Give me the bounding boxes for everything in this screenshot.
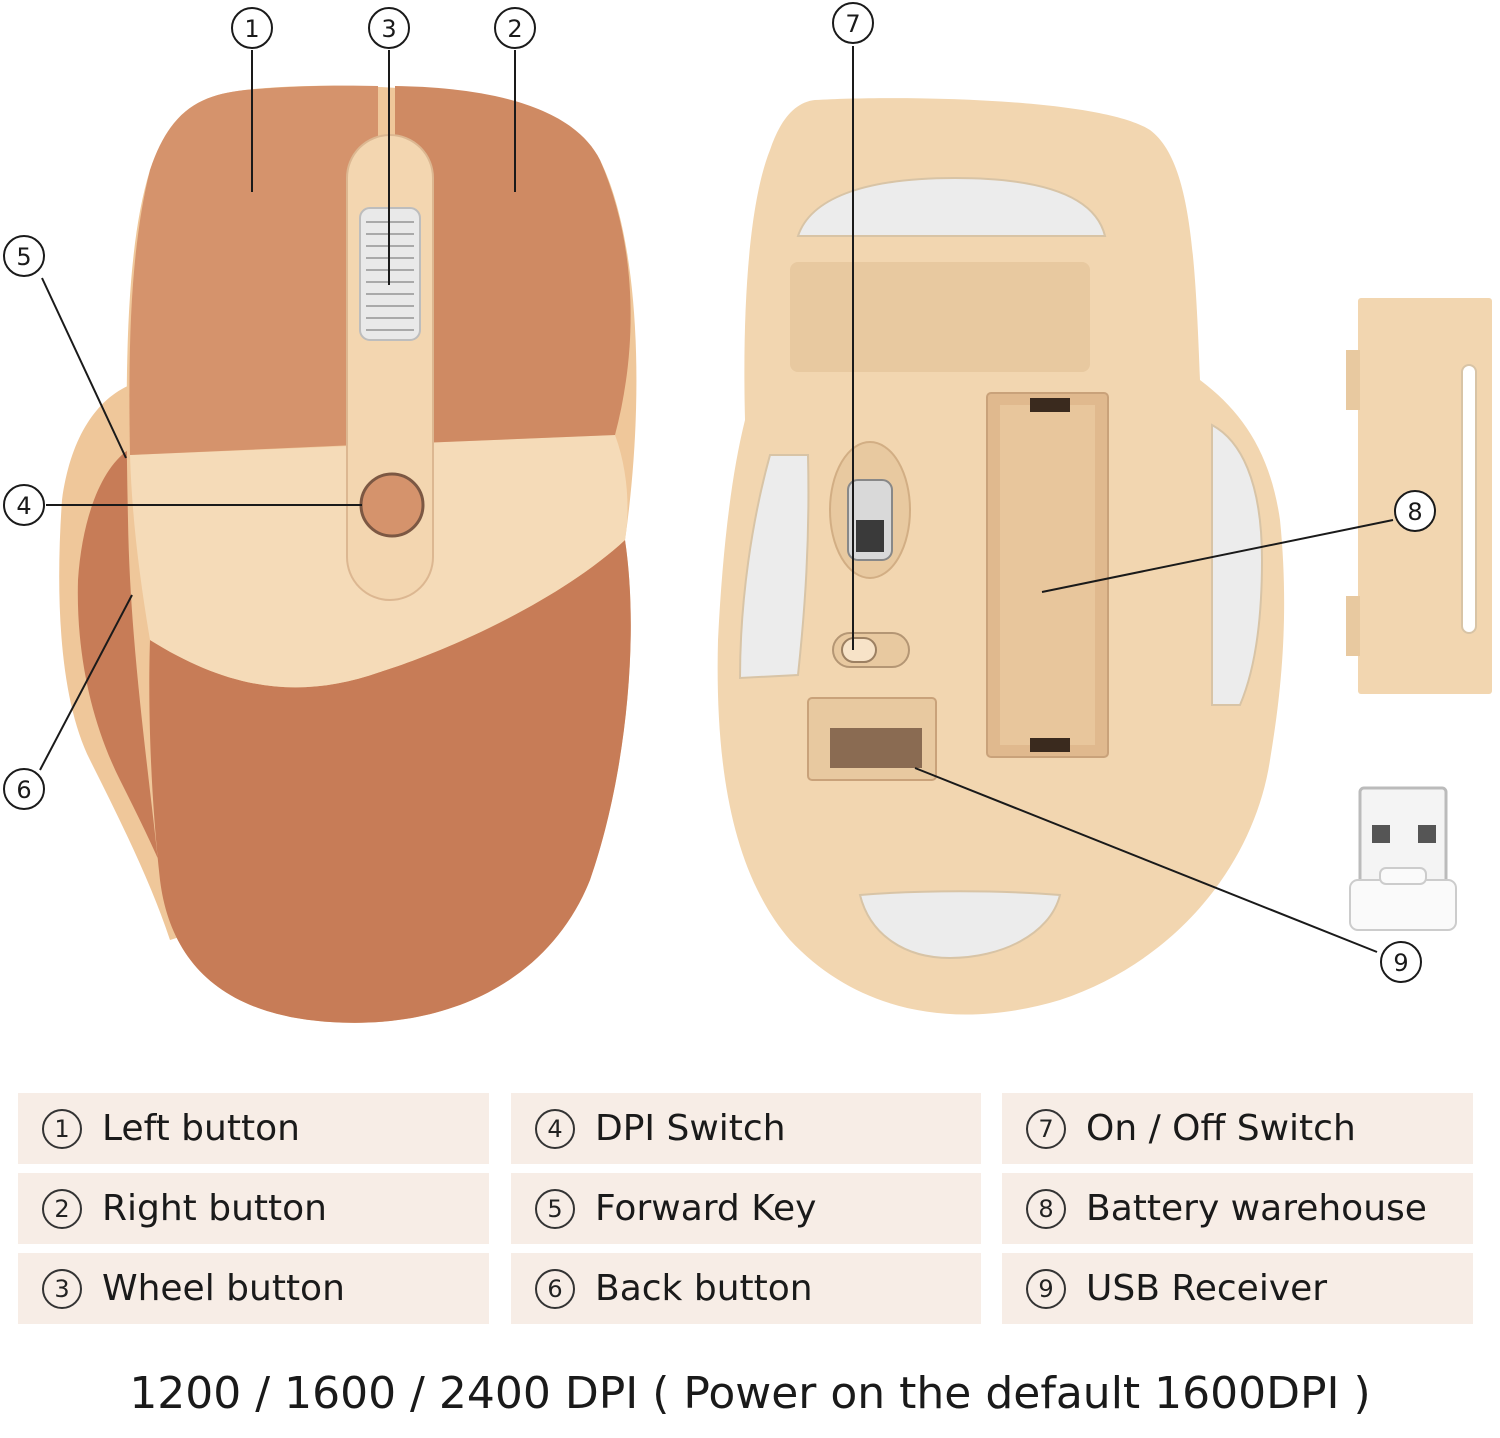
callout-number: 1 bbox=[244, 15, 259, 43]
callout-number: 2 bbox=[507, 15, 522, 43]
callouts: 1 3 2 5 4 6 7 8 9 bbox=[3, 2, 1436, 983]
legend-label: Back button bbox=[595, 1268, 813, 1309]
legend-label: USB Receiver bbox=[1086, 1268, 1328, 1309]
legend-number: 6 bbox=[535, 1268, 575, 1309]
legend-label: DPI Switch bbox=[595, 1108, 786, 1149]
pad-right bbox=[1211, 423, 1264, 706]
legend-number: 5 bbox=[535, 1188, 575, 1229]
usb-receiver bbox=[1349, 786, 1457, 931]
legend-item-left-button: 1 Left button bbox=[18, 1093, 489, 1164]
legend-number: 8 bbox=[1026, 1188, 1066, 1229]
legend-item-right-button: 2 Right button bbox=[18, 1173, 489, 1244]
legend-item-dpi-switch: 4 DPI Switch bbox=[511, 1093, 981, 1164]
callout-number: 4 bbox=[16, 492, 31, 520]
callout-circle bbox=[231, 7, 273, 49]
legend-item-wheel-button: 3 Wheel button bbox=[18, 1253, 489, 1324]
pad-recess bbox=[790, 262, 1090, 372]
legend-number: 9 bbox=[1026, 1268, 1066, 1309]
mouse-top-view bbox=[59, 85, 637, 1023]
right-button-shape bbox=[395, 86, 631, 444]
legend-label: Battery warehouse bbox=[1086, 1188, 1427, 1229]
callout-circle bbox=[494, 7, 536, 49]
legend-label: Wheel button bbox=[102, 1268, 345, 1309]
callout-number: 3 bbox=[381, 15, 396, 43]
dpi-note: 1200 / 1600 / 2400 DPI ( Power on the de… bbox=[129, 1368, 1371, 1419]
legend-item-power-switch: 7 On / Off Switch bbox=[1002, 1093, 1473, 1164]
callout-number: 7 bbox=[845, 10, 860, 38]
callout-number: 5 bbox=[16, 243, 31, 271]
legend-item-battery-warehouse: 8 Battery warehouse bbox=[1002, 1173, 1473, 1244]
pad-top bbox=[796, 176, 1107, 237]
legend-number: 7 bbox=[1026, 1108, 1066, 1149]
mouse-illustration: 1 3 2 5 4 6 7 8 9 bbox=[3, 2, 1492, 1023]
callout-circle bbox=[1394, 490, 1436, 532]
legend-label: Forward Key bbox=[595, 1188, 817, 1229]
callout-number: 9 bbox=[1393, 949, 1408, 977]
callout-circle bbox=[3, 235, 45, 277]
legend-label: Left button bbox=[102, 1108, 300, 1149]
dpi-button-shape bbox=[359, 472, 425, 538]
callout-circle bbox=[1380, 941, 1422, 983]
pad-left bbox=[738, 454, 810, 680]
legend-number: 1 bbox=[42, 1108, 82, 1149]
left-button-shape bbox=[129, 85, 378, 456]
legend-number: 3 bbox=[42, 1268, 82, 1309]
legend-label: Right button bbox=[102, 1188, 327, 1229]
callout-number: 8 bbox=[1407, 498, 1422, 526]
palm-leather bbox=[149, 540, 631, 1023]
legend-label: On / Off Switch bbox=[1086, 1108, 1356, 1149]
callout-number: 6 bbox=[16, 776, 31, 804]
legend-item-usb-receiver: 9 USB Receiver bbox=[1002, 1253, 1473, 1324]
pad-bottom bbox=[858, 890, 1062, 960]
callout-circle bbox=[368, 7, 410, 49]
callout-circle bbox=[832, 2, 874, 44]
legend-number: 2 bbox=[42, 1188, 82, 1229]
legend-item-back-button: 6 Back button bbox=[511, 1253, 981, 1324]
callout-circle bbox=[3, 484, 45, 526]
legend-item-forward-key: 5 Forward Key bbox=[511, 1173, 981, 1244]
legend-number: 4 bbox=[535, 1108, 575, 1149]
callout-circle bbox=[3, 768, 45, 810]
mouse-bottom-view bbox=[717, 98, 1285, 1015]
leader-lines bbox=[39, 46, 1394, 953]
